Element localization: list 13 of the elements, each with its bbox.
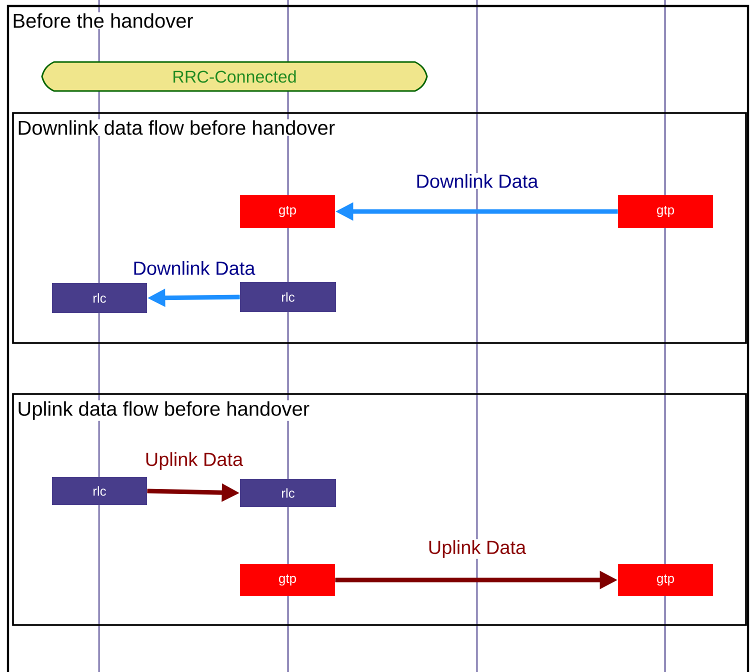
protocol-box: gtp — [618, 564, 713, 596]
state-box: RRC-Connected — [41, 61, 428, 92]
protocol-box: rlc — [52, 477, 147, 505]
edge-label: Downlink Data — [132, 260, 256, 276]
protocol-box: gtp — [240, 195, 335, 228]
edge-label: Uplink Data — [144, 451, 244, 471]
edge-label: Uplink Data — [426, 539, 528, 559]
protocol-box: rlc — [240, 282, 336, 312]
protocol-box: gtp — [240, 564, 335, 596]
edge-label: Downlink Data — [414, 173, 540, 189]
protocol-box: rlc — [52, 283, 147, 313]
protocol-box: rlc — [240, 479, 336, 507]
protocol-box: gtp — [618, 195, 713, 228]
